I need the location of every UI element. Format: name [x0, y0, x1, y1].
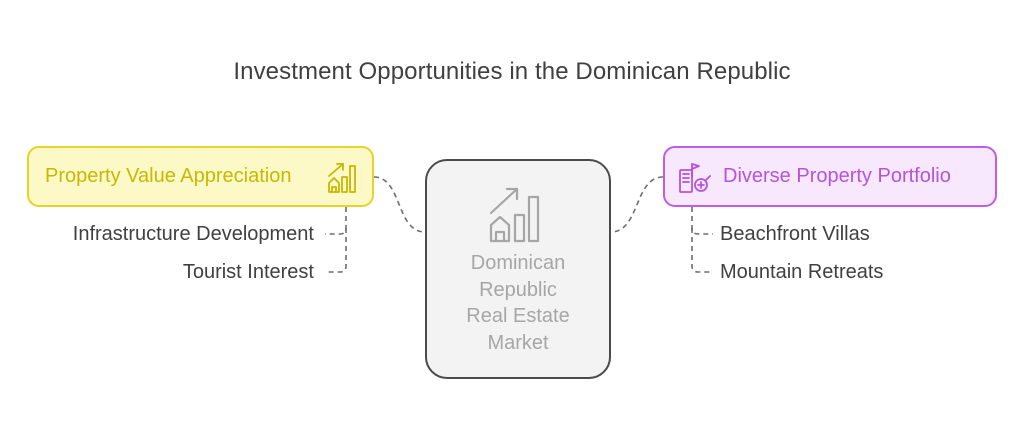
- leaf-tourist-interest: Tourist Interest: [182, 261, 314, 283]
- center-node-label: Dominican Republic Real Estate Market: [427, 250, 609, 356]
- property-portfolio-icon: [679, 163, 711, 193]
- connector-right-leaf-2: [691, 228, 713, 273]
- center-label-line: Real Estate: [466, 305, 570, 327]
- center-label-line: Republic: [479, 278, 557, 301]
- center-node-dominican-republic-real-estate-market: Dominican Republic Real Estate Market: [425, 159, 611, 379]
- bar-chart-up-icon: [328, 163, 356, 193]
- connector-right-to-center: [610, 176, 664, 233]
- connector-left-leaf-2: [325, 228, 347, 273]
- center-label-line: Market: [487, 331, 549, 354]
- leaf-beachfront-villas: Beachfront Villas: [720, 223, 870, 245]
- node-property-value-appreciation: Property Value Appreciation: [27, 146, 374, 207]
- connector-right-leaf-1: [691, 207, 713, 235]
- growth-chart-house-icon: [489, 187, 540, 243]
- leaf-infrastructure-development: Infrastructure Development: [72, 223, 314, 245]
- diagram-title: Investment Opportunities in the Dominica…: [233, 58, 791, 85]
- connector-left-leaf-1: [325, 207, 347, 235]
- center-label-line: Dominican: [470, 252, 566, 274]
- leaf-mountain-retreats: Mountain Retreats: [720, 261, 884, 283]
- node-diverse-property-portfolio: Diverse Property Portfolio: [663, 146, 997, 207]
- connector-left-to-center: [373, 176, 426, 233]
- node-label: Property Value Appreciation: [45, 165, 292, 187]
- node-label: Diverse Property Portfolio: [723, 165, 951, 187]
